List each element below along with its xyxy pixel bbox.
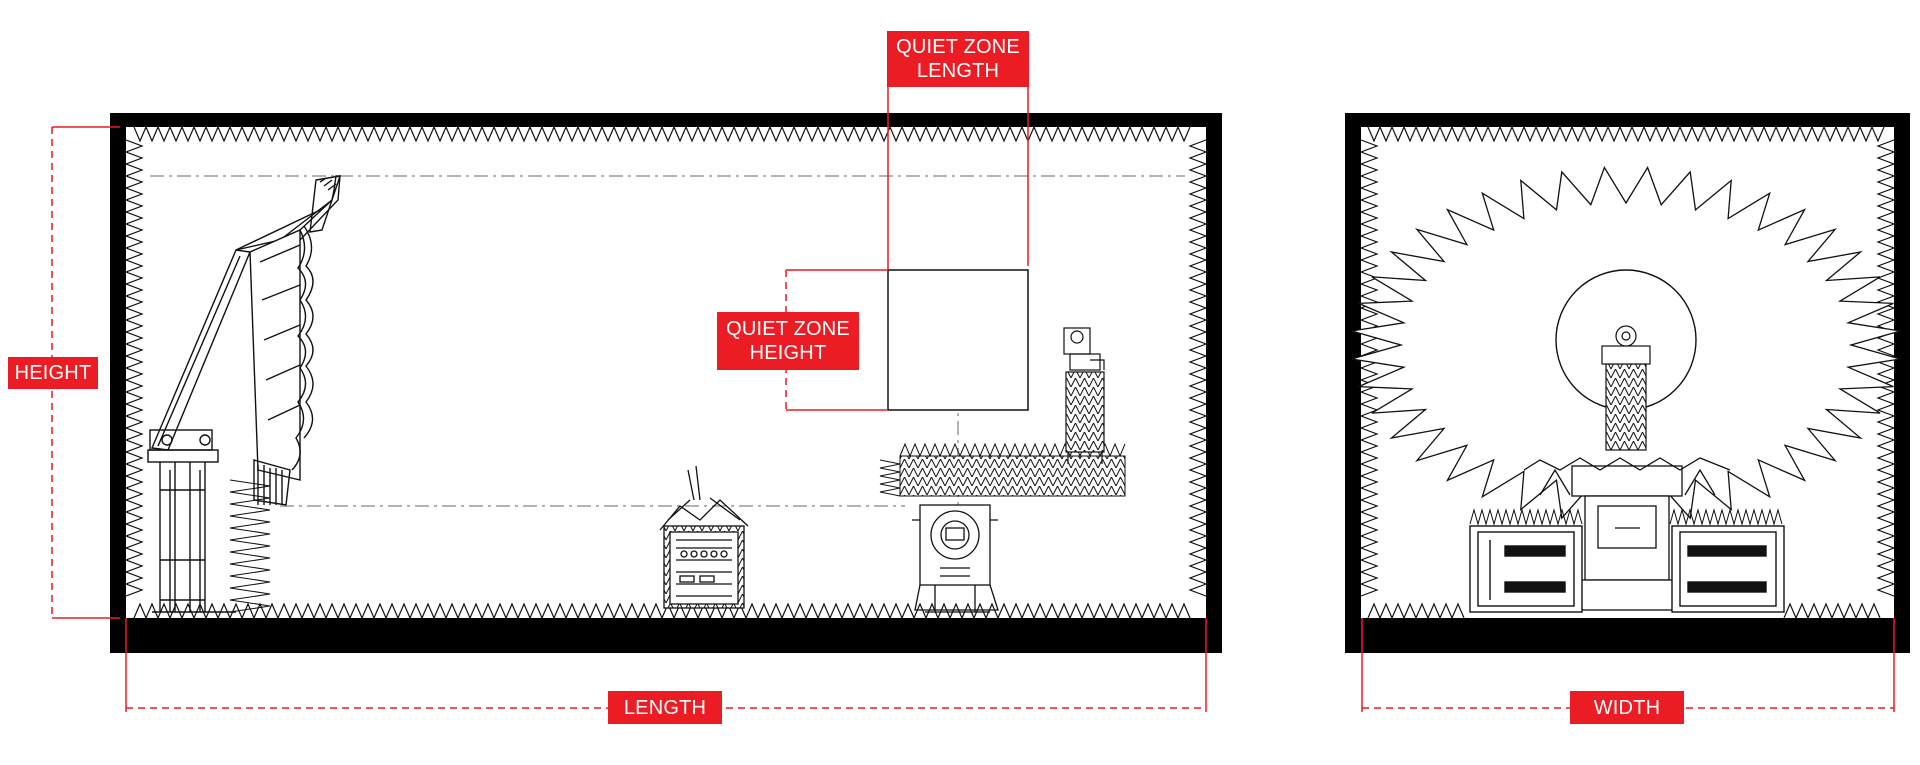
width-label: WIDTH	[1570, 691, 1684, 724]
side-wall-absorbers	[124, 125, 1208, 620]
quiet-zone-height-label-line2: HEIGHT	[749, 342, 827, 364]
reflector-assembly	[147, 175, 342, 613]
end-view-floor-absorbers	[1469, 508, 1783, 526]
equipment-rack	[659, 465, 749, 609]
end-view-chamber	[1345, 113, 1910, 653]
positioner-absorber-bank	[879, 442, 1126, 497]
quiet-zone-length-label-line2: LENGTH	[916, 60, 1000, 82]
quiet-zone-box	[887, 269, 1029, 411]
length-label: LENGTH	[608, 691, 722, 724]
end-view-dut-tower	[1601, 325, 1651, 451]
end-ceiling-wall	[1345, 113, 1910, 127]
height-label: HEIGHT	[8, 357, 98, 389]
quiet-zone-length-label: QUIET ZONE LENGTH	[887, 31, 1029, 87]
side-view-chamber	[110, 113, 1222, 653]
end-right-wall	[1894, 113, 1910, 653]
end-view-cabinet-left	[1469, 525, 1583, 613]
end-wall-absorbers	[1359, 125, 1896, 620]
side-right-wall	[1206, 113, 1222, 653]
end-view-positioner	[1523, 457, 1731, 611]
side-floor-slab	[110, 618, 1222, 653]
side-ceiling-wall	[110, 113, 1222, 127]
quiet-zone-length-label-line1: QUIET ZONE	[896, 36, 1020, 58]
quiet-zone-height-label-line1: QUIET ZONE	[726, 318, 850, 340]
dut-tower	[1063, 327, 1105, 464]
end-view-cabinet-right	[1671, 525, 1785, 613]
side-left-wall	[110, 113, 126, 653]
end-floor-slab	[1345, 618, 1910, 653]
reflector-base-absorbers	[229, 479, 271, 613]
quiet-zone-height-label: QUIET ZONE HEIGHT	[717, 312, 859, 370]
end-left-wall	[1345, 113, 1361, 653]
positioner-base	[912, 504, 999, 613]
